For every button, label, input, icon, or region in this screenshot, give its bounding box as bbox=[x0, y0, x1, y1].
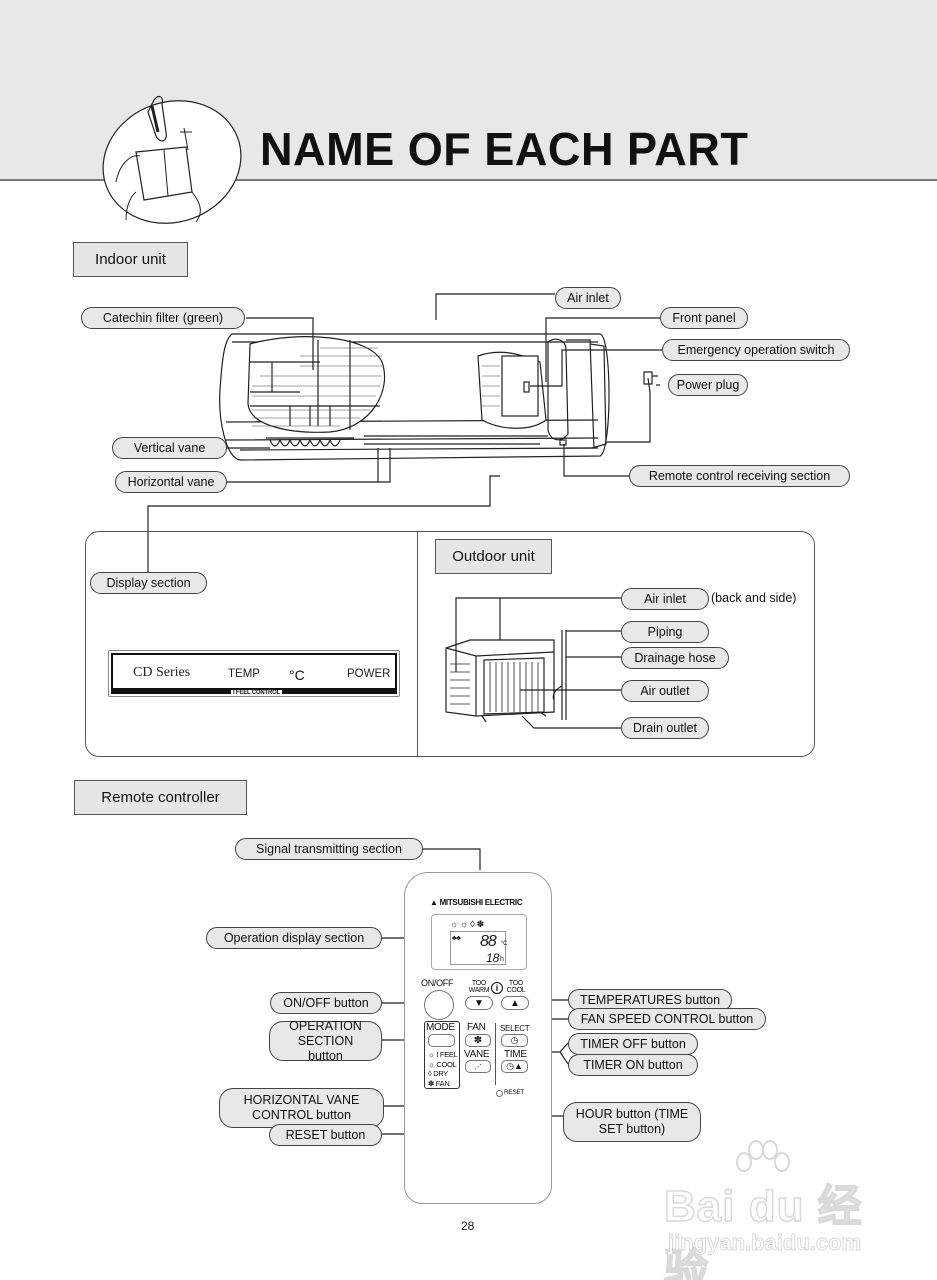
remote-brand-text: MITSUBISHI ELECTRIC bbox=[439, 898, 523, 907]
too-cool-label: TOO COOL bbox=[506, 980, 526, 994]
label-catechin-filter: Catechin filter (green) bbox=[81, 307, 245, 329]
section-heading-outdoor: Outdoor unit bbox=[435, 539, 552, 574]
paw-icon bbox=[736, 1140, 790, 1172]
power-plug-drawing bbox=[643, 371, 658, 385]
remote-brand: ▲ MITSUBISHI ELECTRIC bbox=[430, 898, 523, 907]
mode-options: ☼ I FEEL ☼ COOL ◊ DRY ✽ FAN bbox=[428, 1050, 458, 1088]
mode-group bbox=[424, 1021, 460, 1089]
too-warm-label: TOO WARM bbox=[468, 980, 490, 994]
remote-divider bbox=[495, 1023, 497, 1085]
display-ifeel-text: I FEEL CONTROL bbox=[231, 690, 283, 696]
label-temperatures-button: TEMPERATURES button bbox=[568, 989, 732, 1011]
mitsubishi-logo-icon: ▲ bbox=[430, 898, 438, 907]
mode-label: MODE bbox=[426, 1022, 455, 1033]
lcd-screen bbox=[450, 931, 506, 965]
lcd-hours: 18 bbox=[486, 951, 500, 965]
mode-button[interactable] bbox=[428, 1034, 455, 1047]
label-timer-on-button: TIMER ON button bbox=[568, 1054, 698, 1076]
lcd-temp: 88 bbox=[480, 933, 497, 950]
label-fan-speed-button: FAN SPEED CONTROL button bbox=[568, 1008, 766, 1030]
display-outdoor-frame bbox=[85, 531, 815, 757]
lcd-hours-unit: h bbox=[500, 956, 504, 963]
label-hour-button: HOUR button (TIME SET button) bbox=[563, 1102, 701, 1142]
power-cord bbox=[606, 377, 651, 443]
lcd-temp-unit: °C bbox=[501, 941, 508, 947]
select-label: SELECT bbox=[500, 1024, 530, 1033]
section-heading-remote: Remote controller bbox=[74, 780, 247, 815]
watermark-url: jingyan.baidu.com bbox=[667, 1230, 862, 1256]
frame-divider bbox=[417, 531, 419, 757]
mode-option-ifeel: ☼ I FEEL bbox=[428, 1050, 458, 1059]
reader-illustration-icon bbox=[102, 95, 242, 224]
watermark-brand: Bai du 经验 bbox=[663, 1181, 863, 1280]
label-indoor-air-inlet: Air inlet bbox=[555, 287, 621, 309]
air-inlet-note: (back and side) bbox=[711, 591, 797, 605]
on-off-button[interactable] bbox=[424, 990, 454, 1020]
label-on-off-button: ON/OFF button bbox=[270, 992, 382, 1014]
on-off-label: ON/OFF bbox=[421, 978, 454, 988]
label-outdoor-air-inlet: Air inlet bbox=[621, 588, 709, 610]
label-air-outlet: Air outlet bbox=[621, 680, 709, 702]
label-horizontal-vane: Horizontal vane bbox=[115, 471, 227, 493]
display-celsius-text: °C bbox=[289, 667, 305, 683]
catechin-filter-hatch bbox=[252, 347, 500, 427]
fan-speed-button[interactable]: ✽ bbox=[465, 1034, 491, 1047]
label-front-panel: Front panel bbox=[660, 307, 748, 329]
mode-icons: ☼ ☼ ◊ ✽ bbox=[450, 919, 484, 929]
vertical-vane-drawing bbox=[266, 437, 354, 447]
label-drain-outlet: Drain outlet bbox=[621, 717, 709, 739]
display-temp-text: TEMP bbox=[228, 668, 260, 680]
indoor-unit-drawing bbox=[219, 333, 610, 461]
fan-label: FAN bbox=[467, 1022, 486, 1033]
baidu-watermark: Bai du 经验 jingyan.baidu.com bbox=[660, 1140, 890, 1280]
timer-off-button[interactable]: ◷ bbox=[501, 1034, 528, 1047]
fan-icon: ✽ bbox=[473, 1035, 483, 1046]
temp-down-button[interactable]: ▼ bbox=[465, 996, 493, 1010]
indoor-display-panel: CD Series TEMP °C POWER I FEEL CONTROL bbox=[108, 650, 400, 697]
label-signal-transmitting: Signal transmitting section bbox=[235, 838, 423, 860]
label-piping: Piping bbox=[621, 621, 709, 643]
page-number: 28 bbox=[461, 1219, 475, 1233]
label-remote-receiving: Remote control receiving section bbox=[629, 465, 850, 487]
label-emergency-switch: Emergency operation switch bbox=[662, 339, 850, 361]
section-heading-indoor: Indoor unit bbox=[73, 242, 188, 277]
time-label: TIME bbox=[504, 1049, 527, 1060]
reset-label: RESET bbox=[504, 1089, 525, 1096]
vane-icon: ⋰ bbox=[474, 1063, 482, 1071]
clock-icon: ◷ bbox=[510, 1035, 519, 1045]
label-operation-display: Operation display section bbox=[206, 927, 382, 949]
vane-label: VANE bbox=[464, 1049, 490, 1060]
display-power-text: POWER bbox=[347, 668, 391, 680]
label-vertical-vane: Vertical vane bbox=[112, 437, 227, 459]
temp-up-button[interactable]: ▲ bbox=[501, 996, 529, 1010]
label-display-section: Display section bbox=[90, 572, 207, 594]
mode-option-cool: ☼ COOL bbox=[428, 1059, 457, 1069]
label-operation-section-button: OPERATION SECTION button bbox=[269, 1019, 382, 1063]
label-power-plug: Power plug bbox=[668, 374, 748, 396]
remote-lcd: ☼ ☼ ◊ ✽ ♣♣ 88 °C 18 h bbox=[431, 914, 527, 970]
lcd-fan-icon: ♣♣ bbox=[452, 935, 461, 942]
label-drainage-hose: Drainage hose bbox=[621, 647, 729, 669]
clock-up-icon: ◷▲ bbox=[506, 1061, 523, 1071]
info-icon: i bbox=[491, 982, 503, 994]
label-timer-off-button: TIMER OFF button bbox=[568, 1033, 698, 1055]
display-series-text: CD Series bbox=[133, 665, 191, 680]
label-horizontal-vane-button: HORIZONTAL VANE CONTROL button bbox=[219, 1088, 384, 1128]
horizontal-vane-button[interactable]: ⋰ bbox=[465, 1060, 491, 1073]
label-reset-button: RESET button bbox=[269, 1124, 382, 1146]
time-set-button[interactable]: ◷▲ bbox=[501, 1060, 528, 1073]
mode-option-dry: ◊ DRY bbox=[428, 1069, 449, 1078]
reset-button[interactable] bbox=[496, 1090, 503, 1097]
display-frame: CD Series TEMP °C POWER I FEEL CONTROL bbox=[111, 653, 397, 696]
mode-option-fan: ✽ FAN bbox=[428, 1078, 450, 1088]
page-title: NAME OF EACH PART bbox=[260, 123, 749, 175]
